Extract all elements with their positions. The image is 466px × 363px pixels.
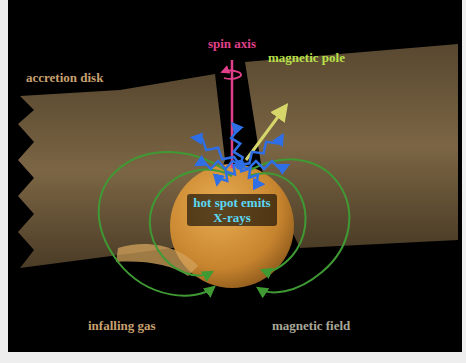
hot-spot (235, 160, 245, 170)
x-ray-beam (240, 135, 283, 165)
annotation-label: hot spot emits X-rays (187, 194, 277, 226)
annotation-label: magnetic field (272, 318, 350, 333)
annotation-label: accretion disk (26, 70, 103, 85)
black-background (8, 0, 462, 352)
annotation-label: spin axis (208, 36, 256, 51)
rotation-arrow (222, 71, 241, 79)
annotation-label: infalling gas (88, 318, 156, 333)
x-ray-beams (192, 124, 288, 185)
x-ray-beam (231, 124, 243, 165)
x-ray-beam (240, 161, 288, 169)
magnetic-field-lines (99, 152, 350, 296)
annotation-label: magnetic pole (268, 50, 345, 65)
